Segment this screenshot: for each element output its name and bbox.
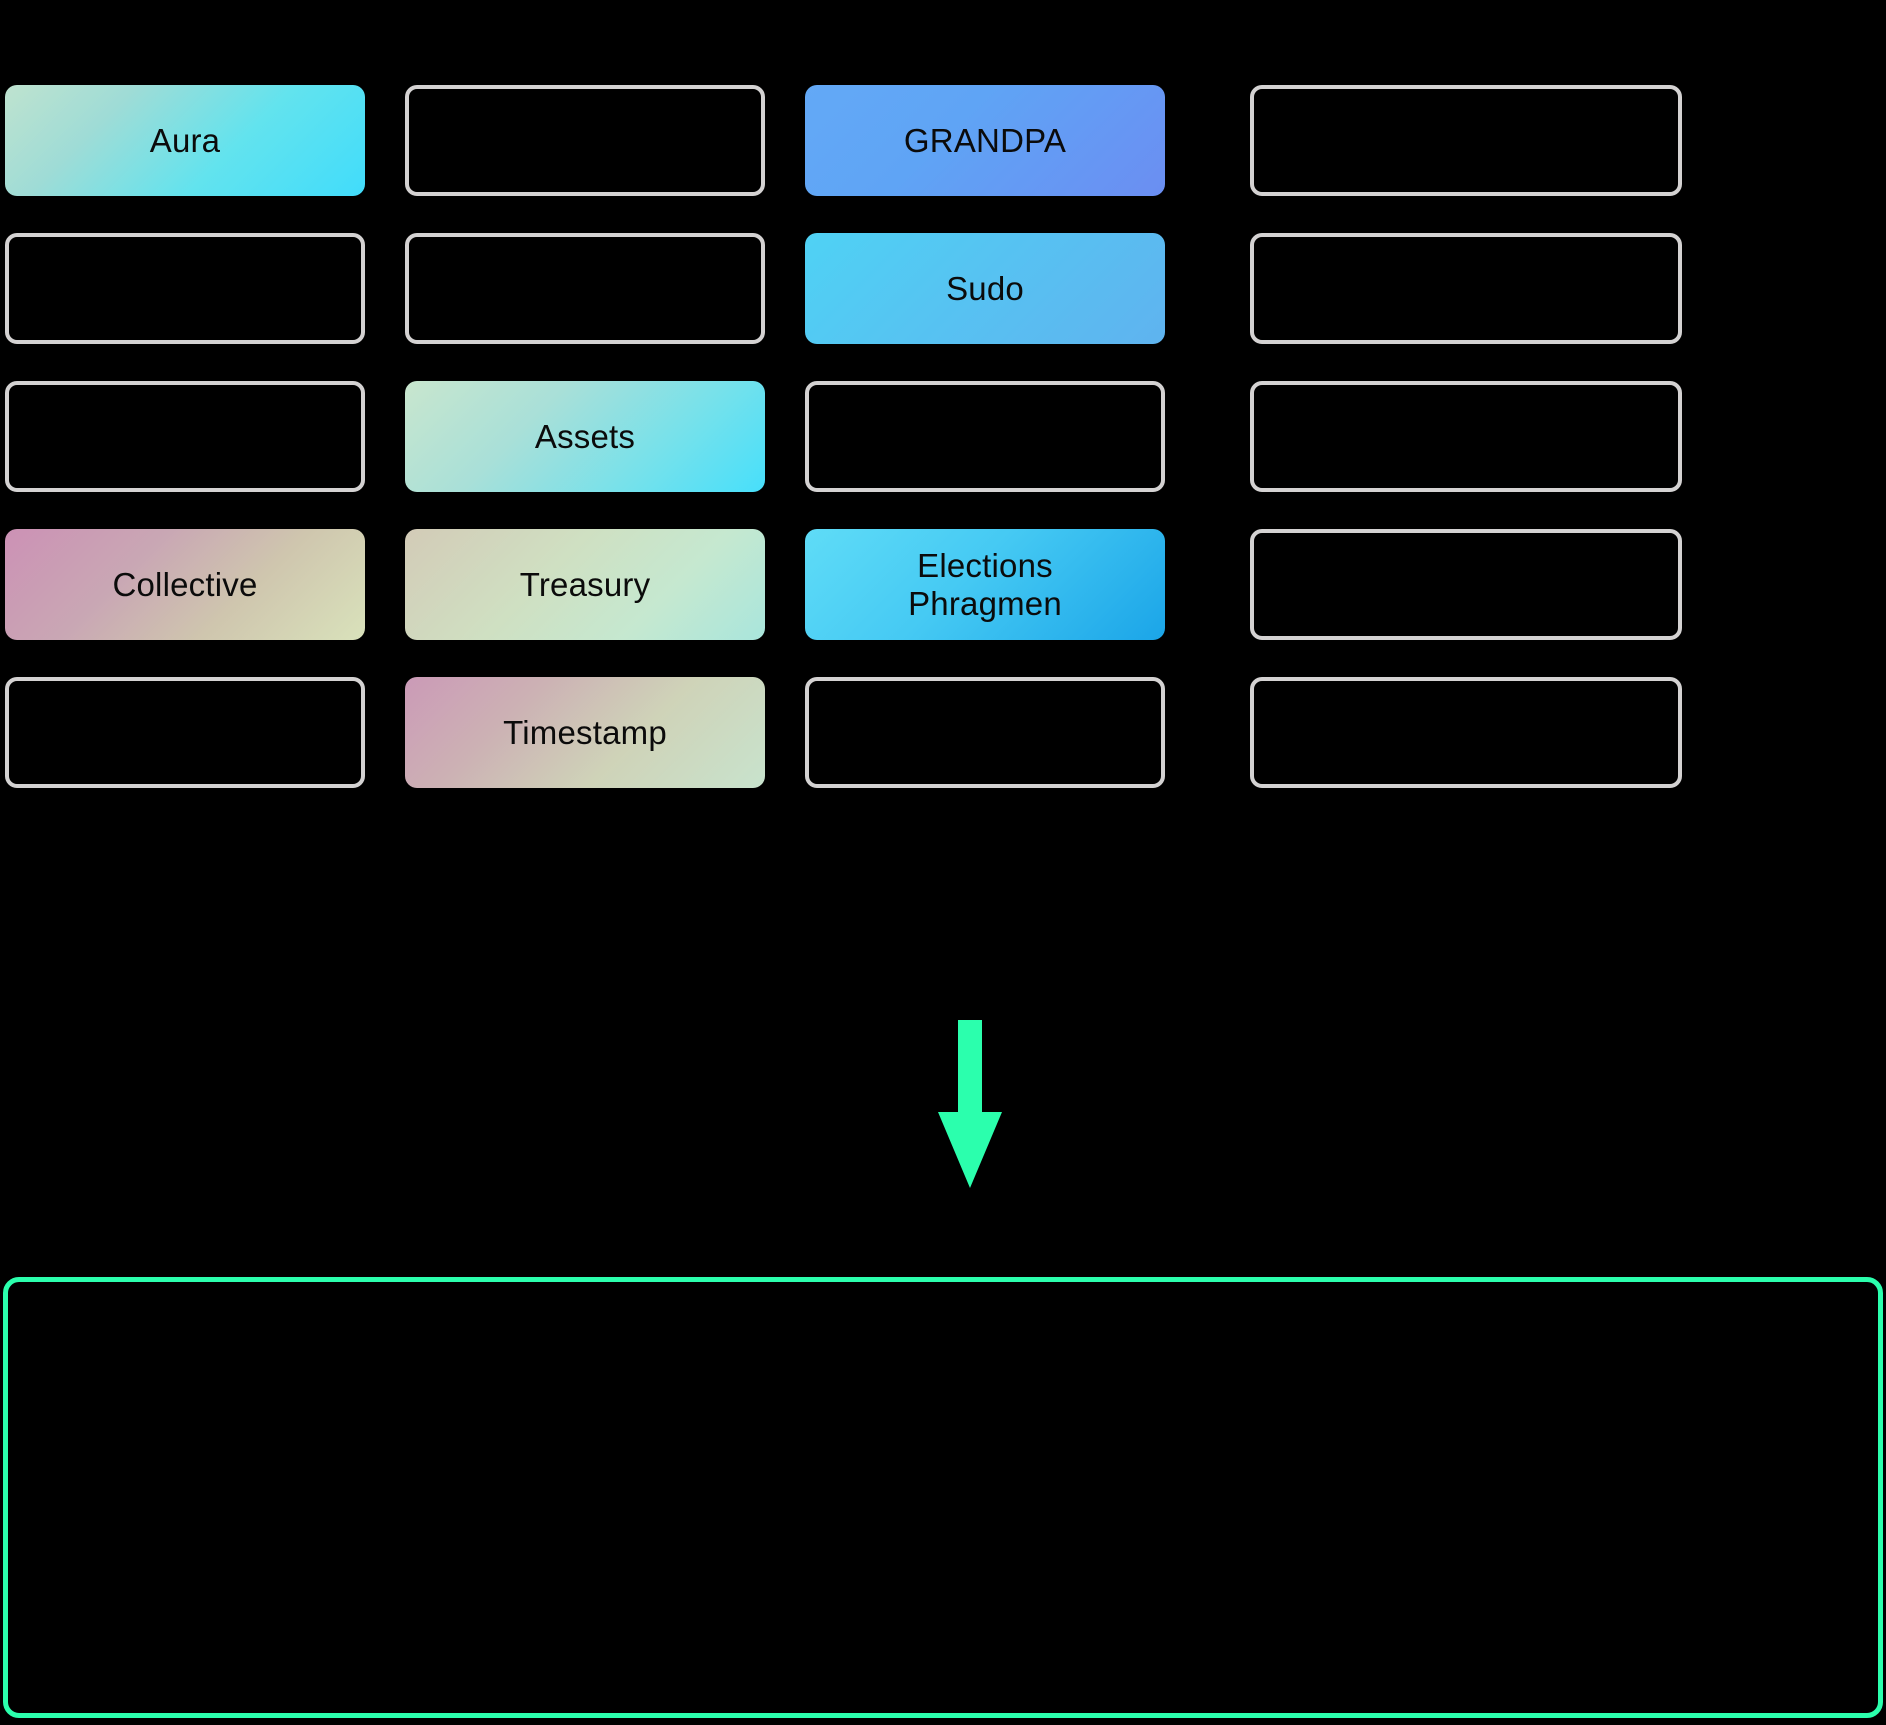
pallet-box-label: GRANDPA [903,121,1067,159]
pallet-box-timestamp[interactable]: Timestamp [405,677,765,788]
pallet-box-empty-20[interactable] [1250,677,1682,788]
pallet-box-label: Sudo [946,269,1024,307]
arrow-down-icon [930,1020,1010,1190]
pallet-box-empty-17[interactable] [5,677,365,788]
pallet-box-empty-6[interactable] [405,233,765,344]
pallet-box-label: Collective [112,565,258,603]
pallet-box-label: Treasury [519,565,651,603]
pallet-box-empty-5[interactable] [5,233,365,344]
pallet-box-grandpa[interactable]: GRANDPA [805,85,1165,196]
runtime-output-panel [3,1277,1883,1718]
pallet-box-empty-2[interactable] [405,85,765,196]
pallet-box-empty-11[interactable] [805,381,1165,492]
pallet-box-label: Assets [534,417,636,455]
pallet-box-label: Timestamp [503,713,667,751]
pallet-box-sudo[interactable]: Sudo [805,233,1165,344]
pallet-box-empty-12[interactable] [1250,381,1682,492]
pallet-box-empty-16[interactable] [1250,529,1682,640]
pallet-box-aura[interactable]: Aura [5,85,365,196]
pallet-box-empty-9[interactable] [5,381,365,492]
pallet-box-empty-19[interactable] [805,677,1165,788]
pallet-box-empty-8[interactable] [1250,233,1682,344]
pallet-box-collective[interactable]: Collective [5,529,365,640]
pallet-box-assets[interactable]: Assets [405,381,765,492]
pallet-box-label: Aura [149,121,221,159]
pallet-box-label: Elections Phragmen [908,546,1062,622]
pallet-box-elections-phragmen[interactable]: Elections Phragmen [805,529,1165,640]
pallet-box-empty-4[interactable] [1250,85,1682,196]
pallet-box-treasury[interactable]: Treasury [405,529,765,640]
